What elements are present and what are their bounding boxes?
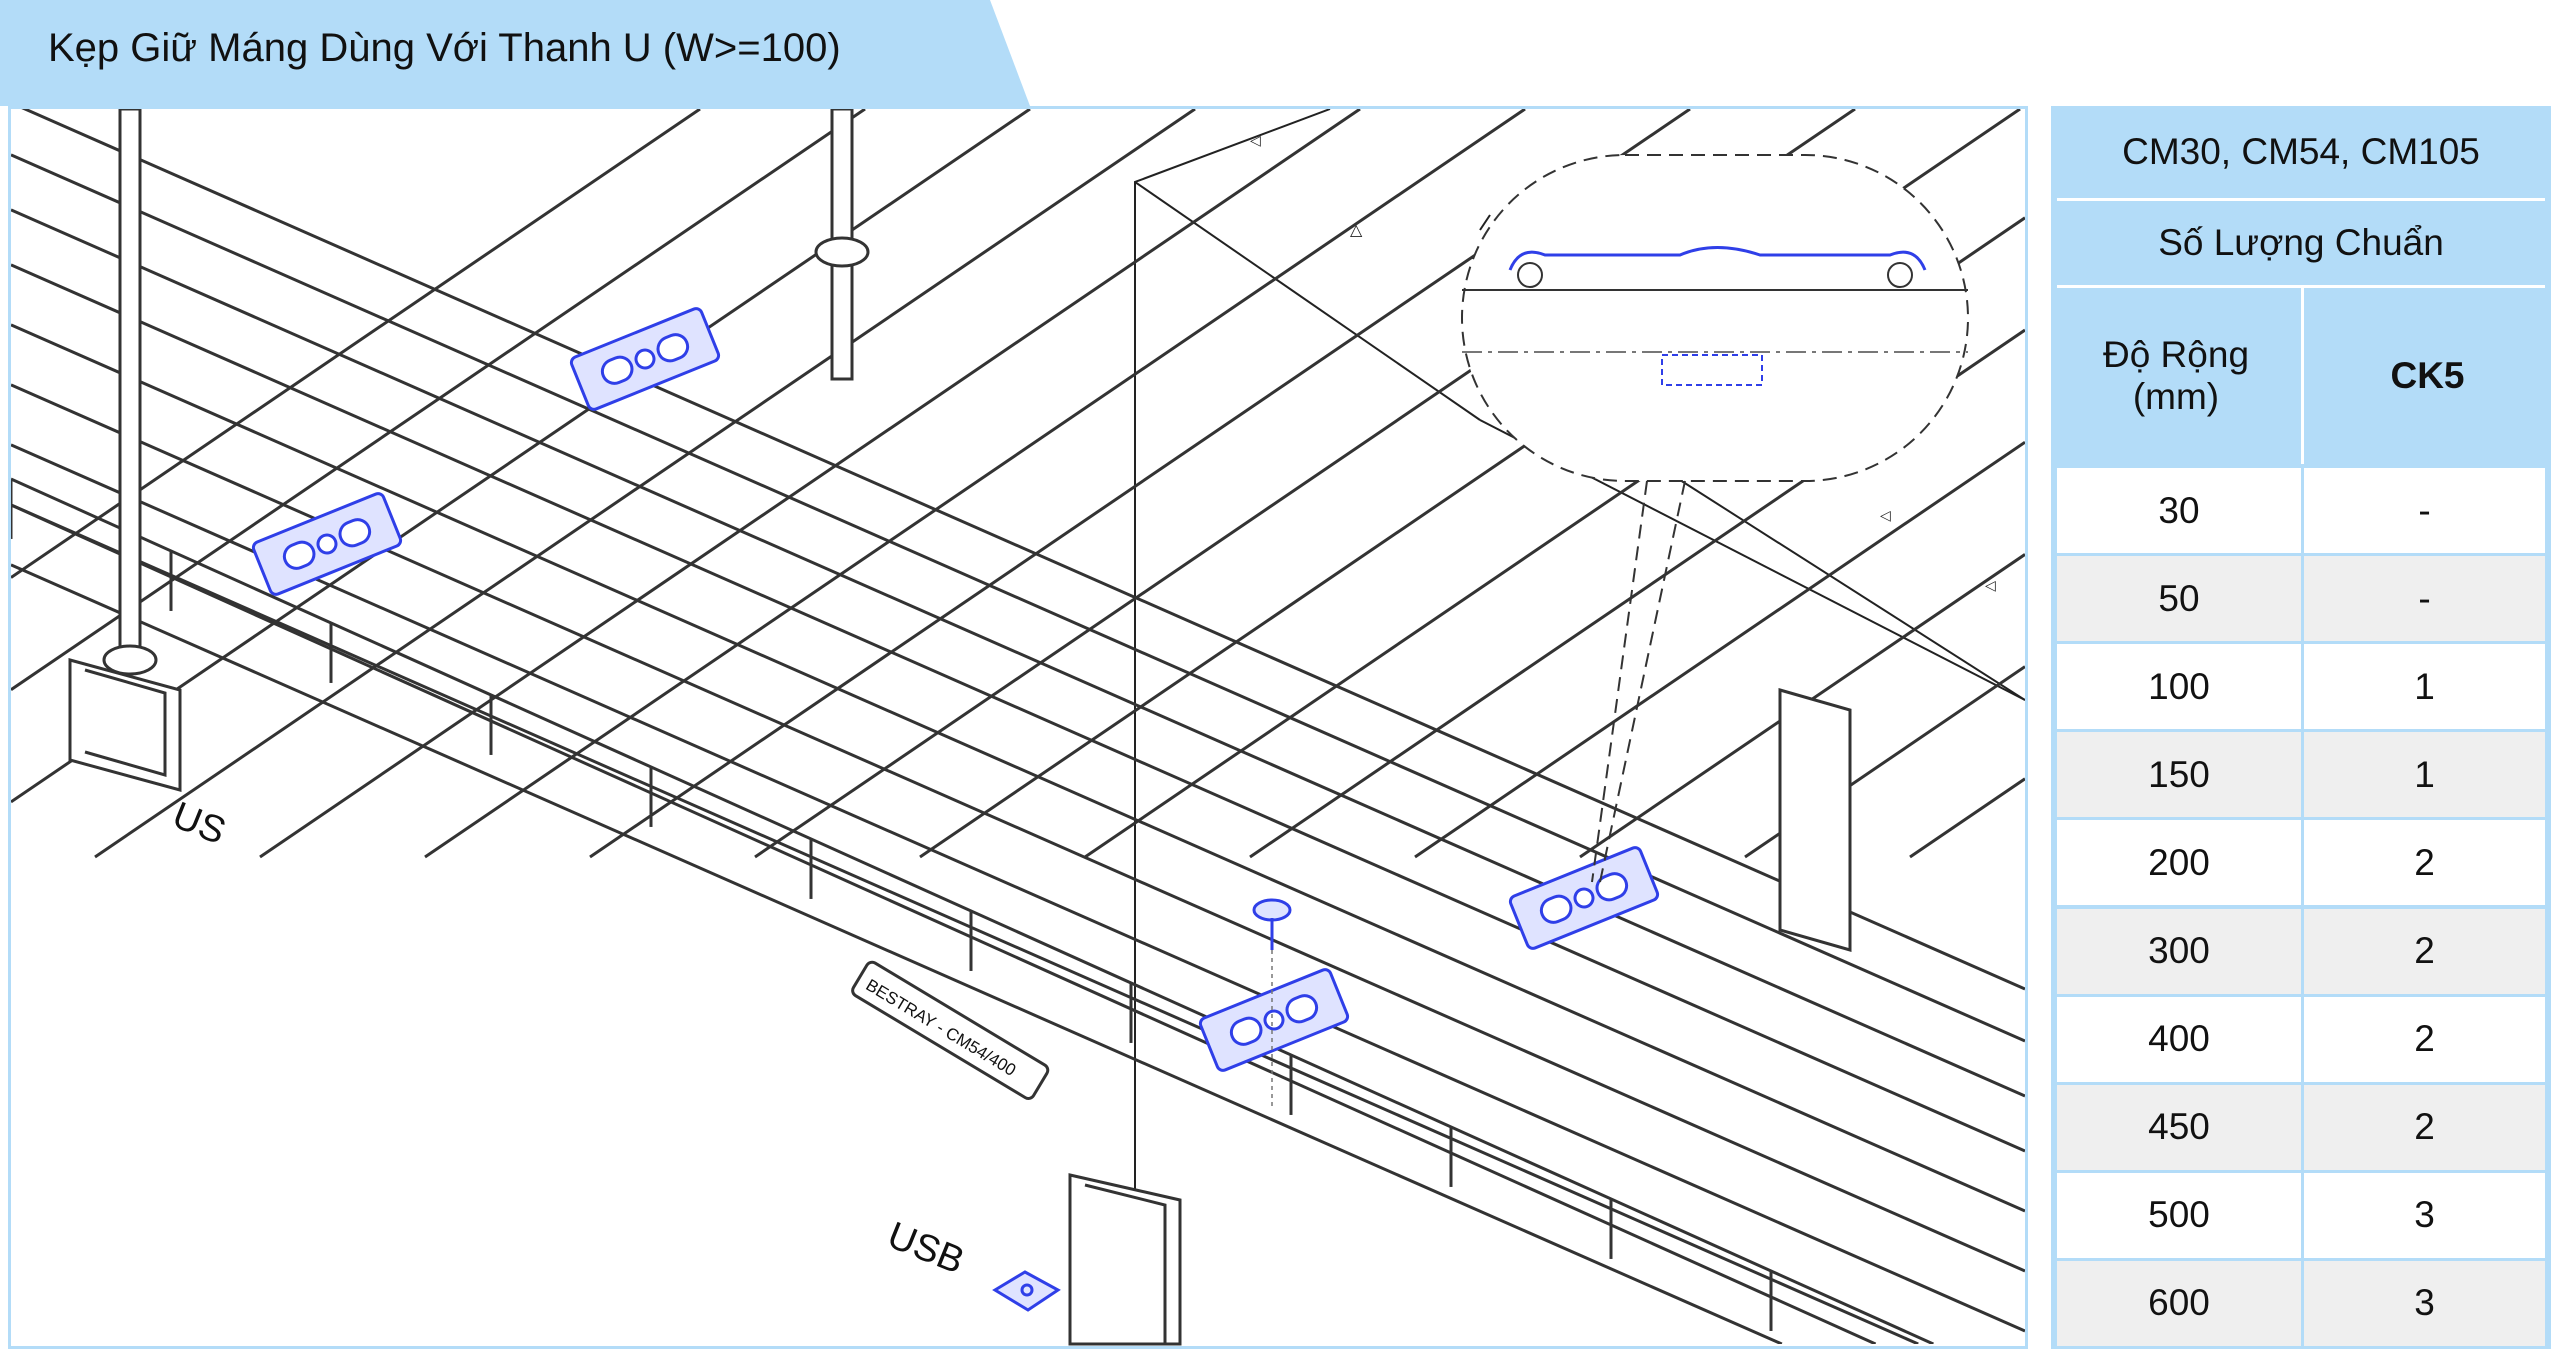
cable-tray-diagram: ◁ △ ◁ ◁ BESTRAY - CM54/400 xyxy=(11,109,2025,1346)
cell-width: 50 xyxy=(2057,556,2301,642)
ck5-clip xyxy=(251,492,403,596)
ck5-clip xyxy=(1198,968,1350,1072)
longitudinal-wire xyxy=(11,383,2025,1273)
column-header-width: Độ Rộng (mm) xyxy=(2051,288,2301,464)
cross-wire xyxy=(11,109,1031,804)
u-channel-brackets xyxy=(68,658,1852,1346)
cell-width: 30 xyxy=(2057,468,2301,554)
cell-width: 400 xyxy=(2057,996,2301,1082)
screw-icon xyxy=(1252,898,1292,1110)
table-subtitle: Số Lượng Chuẩn xyxy=(2051,201,2551,285)
cross-wire xyxy=(424,109,1526,859)
cell-width: 150 xyxy=(2057,732,2301,818)
svg-text:◁: ◁ xyxy=(1880,507,1891,523)
longitudinal-wire xyxy=(11,503,1919,1344)
svg-text:◁: ◁ xyxy=(1250,132,1261,148)
ck5-clip xyxy=(1508,846,1660,950)
longitudinal-wire xyxy=(11,443,2025,1333)
longitudinal-wire xyxy=(11,109,2025,991)
longitudinal-wire xyxy=(11,323,2025,1213)
ck5-clip xyxy=(569,307,721,411)
svg-text:◁: ◁ xyxy=(1985,577,1996,593)
cell-width: 600 xyxy=(2057,1260,2301,1346)
cell-width: 450 xyxy=(2057,1084,2301,1170)
ck5-clips xyxy=(251,307,1660,1072)
cell-ck5: 2 xyxy=(2304,996,2545,1082)
column-header-width-label: Độ Rộng xyxy=(2102,334,2250,375)
cell-width: 100 xyxy=(2057,644,2301,730)
diagram-frame: ◁ △ ◁ ◁ BESTRAY - CM54/400 xyxy=(8,106,2028,1349)
table-models-header: CM30, CM54, CM105 xyxy=(2051,106,2551,198)
cell-ck5: 1 xyxy=(2304,644,2545,730)
magnified-detail xyxy=(1461,154,1969,883)
cross-wire xyxy=(1414,440,2025,859)
label-usb: USB xyxy=(882,1214,970,1282)
cross-wire xyxy=(259,109,1361,859)
longitudinal-wire xyxy=(11,208,2025,1098)
washer-icon xyxy=(992,1270,1061,1312)
cell-width: 200 xyxy=(2057,820,2301,906)
column-header-ck5: CK5 xyxy=(2304,288,2551,464)
cell-ck5: 2 xyxy=(2304,820,2545,906)
cross-wire xyxy=(94,109,1196,859)
banner-shape xyxy=(0,0,1030,106)
threaded-rods xyxy=(102,109,870,676)
cell-ck5: 3 xyxy=(2304,1172,2545,1258)
tray-tag-text: BESTRAY - CM54/400 xyxy=(863,975,1020,1080)
quantity-table: CM30, CM54, CM105 Số Lượng Chuẩn Độ Rộng… xyxy=(2051,106,2551,1349)
cell-ck5: 2 xyxy=(2304,1084,2545,1170)
cell-width: 300 xyxy=(2057,908,2301,994)
cross-wire xyxy=(11,109,866,691)
wire-mesh-tray xyxy=(11,109,2025,1344)
column-header-width-unit: (mm) xyxy=(2132,376,2220,417)
cell-width: 500 xyxy=(2057,1172,2301,1258)
cell-ck5: - xyxy=(2304,556,2545,642)
cell-ck5: 3 xyxy=(2304,1260,2545,1346)
cross-wire xyxy=(1909,777,2025,859)
longitudinal-wire xyxy=(11,153,2025,1043)
cell-ck5: 2 xyxy=(2304,908,2545,994)
title-banner: Kẹp Giữ Máng Dùng Với Thanh U (W>=100) xyxy=(0,0,1030,106)
longitudinal-wire xyxy=(11,263,2025,1153)
page-title: Kẹp Giữ Máng Dùng Với Thanh U (W>=100) xyxy=(48,26,841,70)
side-rail-wire xyxy=(11,503,1877,1344)
longitudinal-wire xyxy=(11,563,1783,1344)
cell-ck5: - xyxy=(2304,468,2545,554)
tray-tag: BESTRAY - CM54/400 xyxy=(851,960,1050,1100)
cell-ck5: 1 xyxy=(2304,732,2545,818)
